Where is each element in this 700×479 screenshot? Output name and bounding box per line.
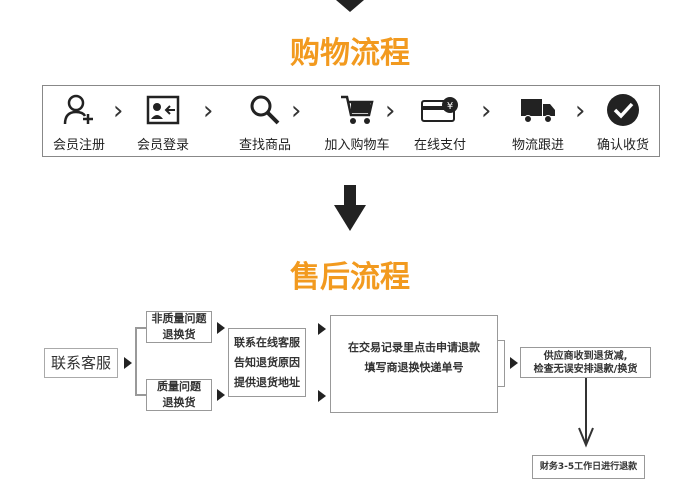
truck-icon — [496, 92, 580, 128]
finance-refund-box: 财务3-5工作日进行退款 — [532, 455, 645, 479]
cart-icon — [315, 92, 399, 128]
purchase-title: 购物流程 — [290, 36, 410, 71]
arrow-right-icon — [124, 357, 132, 369]
step-login: 会员登录 — [121, 92, 205, 153]
check-circle-icon — [581, 92, 665, 128]
aftersale-title: 售后流程 — [290, 260, 410, 295]
quality-return-box: 质量问题退换货 — [146, 379, 212, 411]
purchase-flow: 会员注册 › 会员登录 › 查找商品 › 加入购物车 › ¥ 在线支付 › 物流… — [42, 85, 660, 157]
svg-text:¥: ¥ — [447, 101, 453, 112]
arrow-right-icon — [510, 357, 518, 369]
chevron-right-icon: › — [113, 96, 124, 126]
step-cart: 加入购物车 — [315, 92, 399, 153]
payment-card-icon: ¥ — [398, 92, 482, 128]
chevron-right-icon: › — [575, 96, 586, 126]
arrow-right-icon — [318, 390, 326, 402]
login-card-icon — [121, 92, 205, 128]
chevron-right-icon: › — [203, 96, 214, 126]
non-quality-return-box: 非质量问题退换货 — [146, 311, 212, 343]
step-register: 会员注册 — [37, 92, 121, 153]
user-add-icon — [37, 92, 121, 128]
chevron-right-icon: › — [291, 96, 302, 126]
chevron-right-icon: › — [385, 96, 396, 126]
down-arrow-icon — [578, 378, 594, 448]
step-payment: ¥ 在线支付 — [398, 92, 482, 153]
online-service-box: 联系在线客服告知退货原因提供退货地址 — [228, 328, 306, 397]
apply-refund-box: 在交易记录里点击申请退款填写商退换快递单号 — [330, 315, 498, 413]
down-arrow-icon — [334, 185, 366, 231]
step-logistics: 物流跟进 — [496, 92, 580, 153]
step-search: 查找商品 — [223, 92, 307, 153]
supplier-check-box: 供应商收到退货减,检查无误安排退款/换货 — [520, 347, 651, 378]
down-arrow-icon — [336, 0, 364, 12]
arrow-right-icon — [217, 389, 225, 401]
step-confirm: 确认收货 — [581, 92, 665, 153]
chevron-right-icon: › — [481, 96, 492, 126]
arrow-right-icon — [318, 323, 326, 335]
contact-service-box: 联系客服 — [44, 348, 118, 378]
search-icon — [223, 92, 307, 128]
arrow-right-icon — [217, 322, 225, 334]
